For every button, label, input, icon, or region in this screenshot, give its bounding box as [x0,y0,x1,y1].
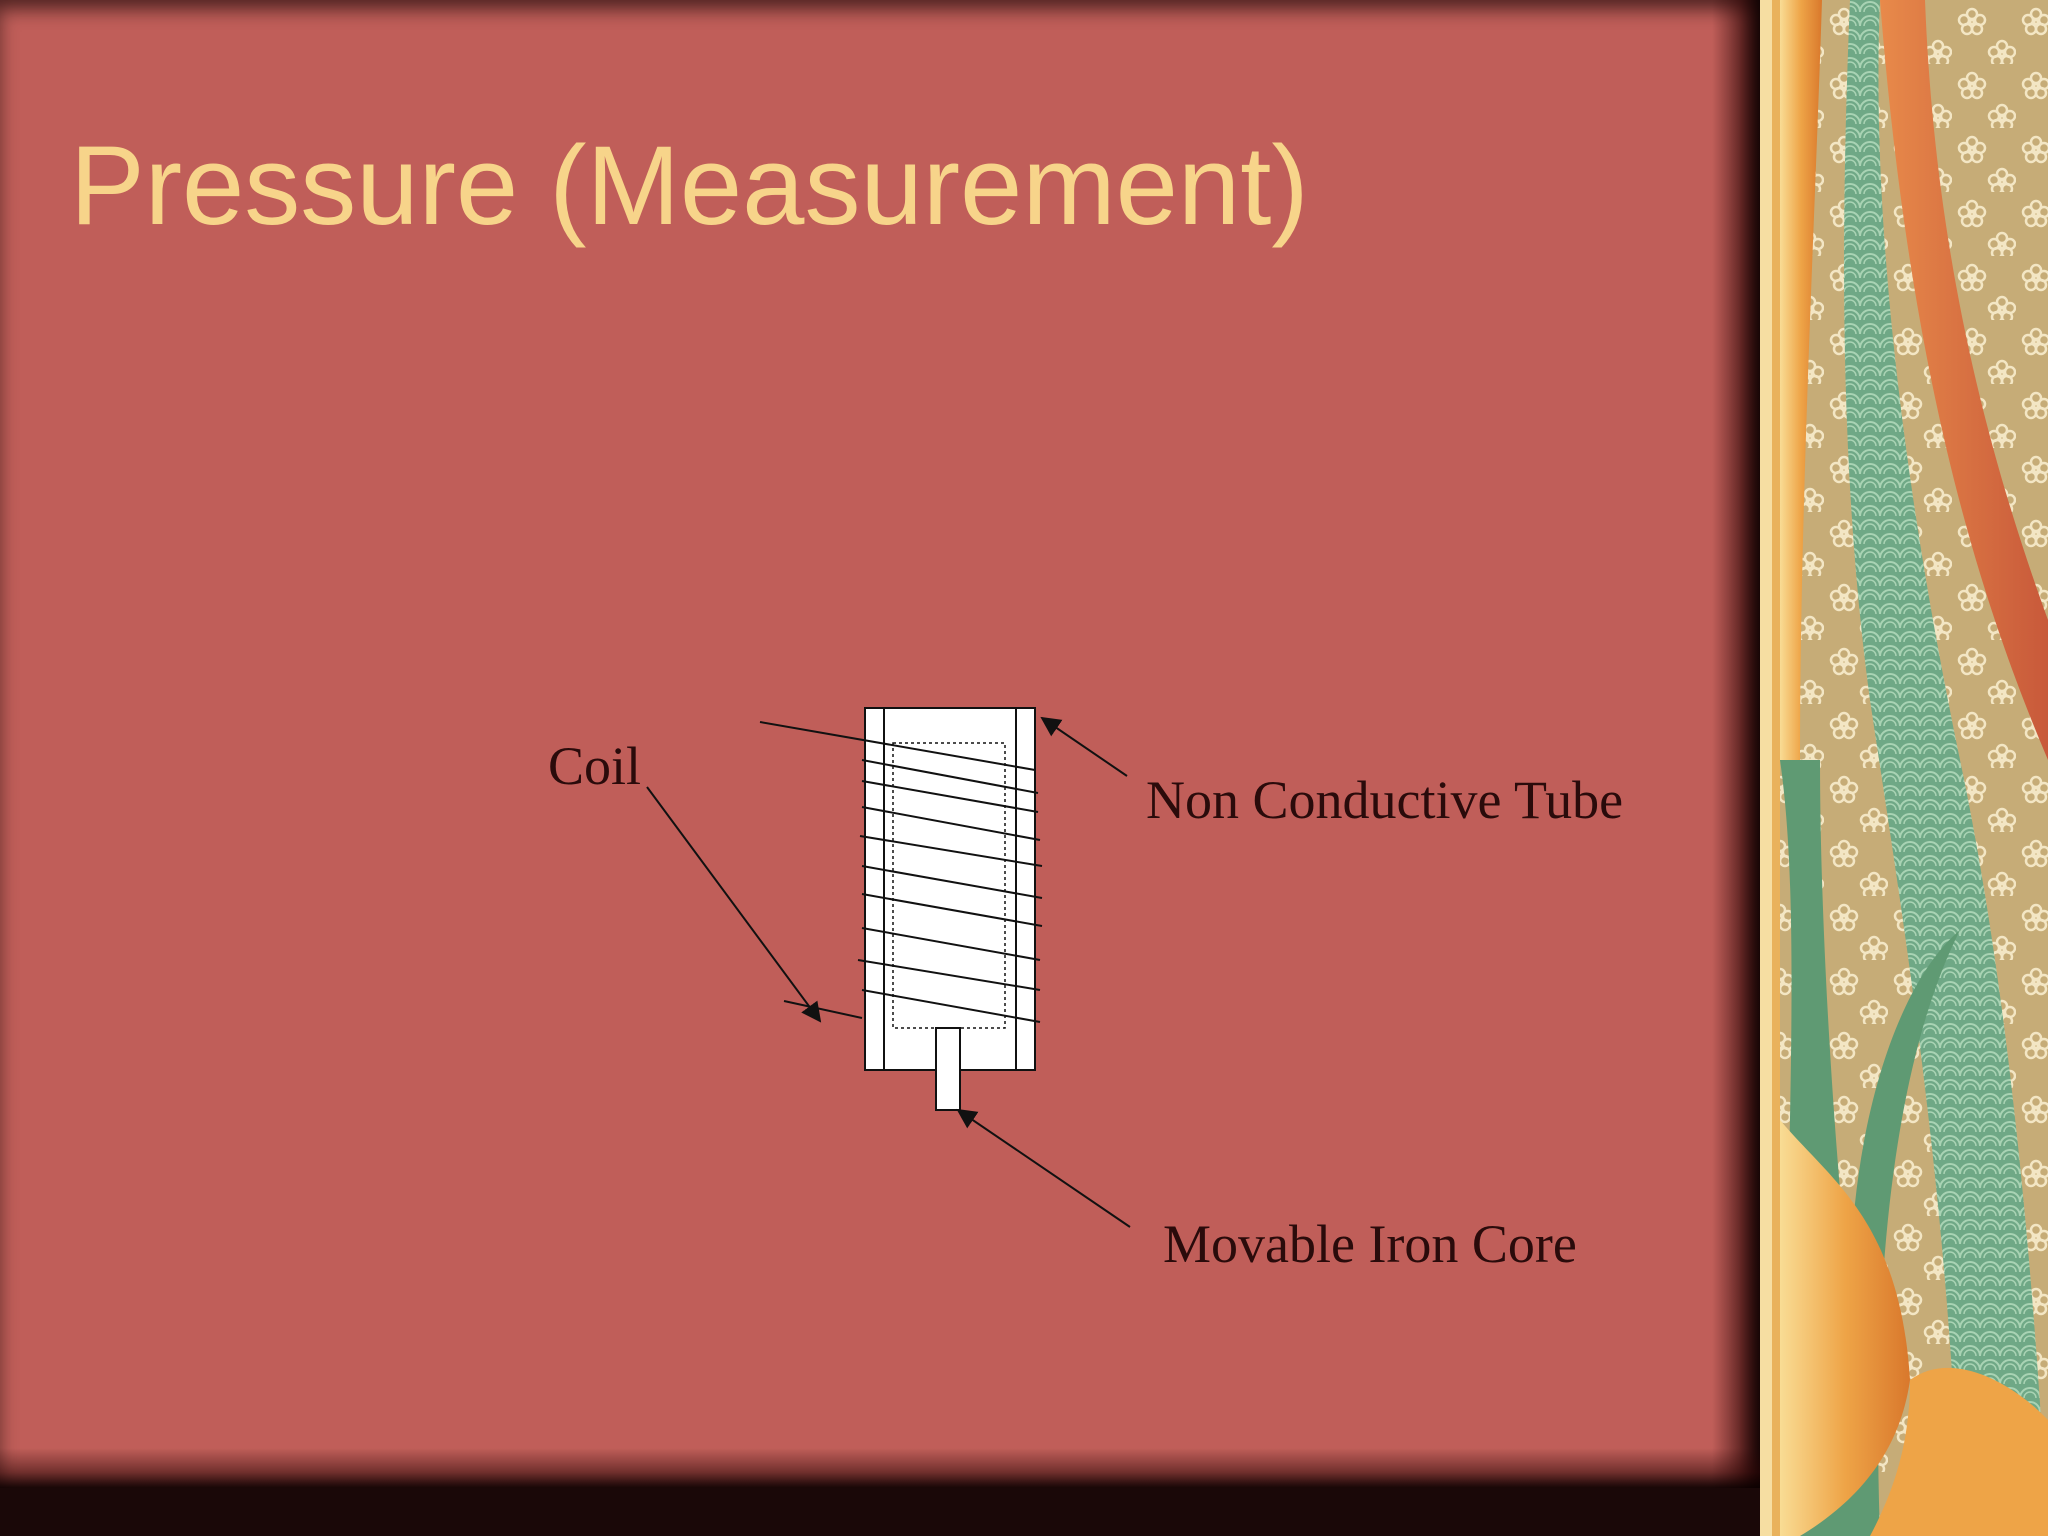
decorative-strip [1760,0,2048,1536]
panel-bevel-bottom [0,1448,1760,1488]
movable-iron-core-label: Movable Iron Core [1163,1214,1577,1274]
coil-diagram [646,707,1131,1228]
coil-label: Coil [548,736,642,796]
slide-title: Pressure (Measurement) [70,123,1309,248]
non-conductive-tube-label: Non Conductive Tube [1146,770,1624,830]
tube-pointer-arrow [1040,716,1128,777]
panel-bevel-right [1712,0,1760,1488]
panel-shadow-bottom [0,1488,1760,1536]
iron-core-rod [935,1027,961,1111]
coil-windings [759,721,1043,1023]
core-pointer-arrow [956,1108,1131,1228]
coil-pointer-arrow [646,786,822,1023]
